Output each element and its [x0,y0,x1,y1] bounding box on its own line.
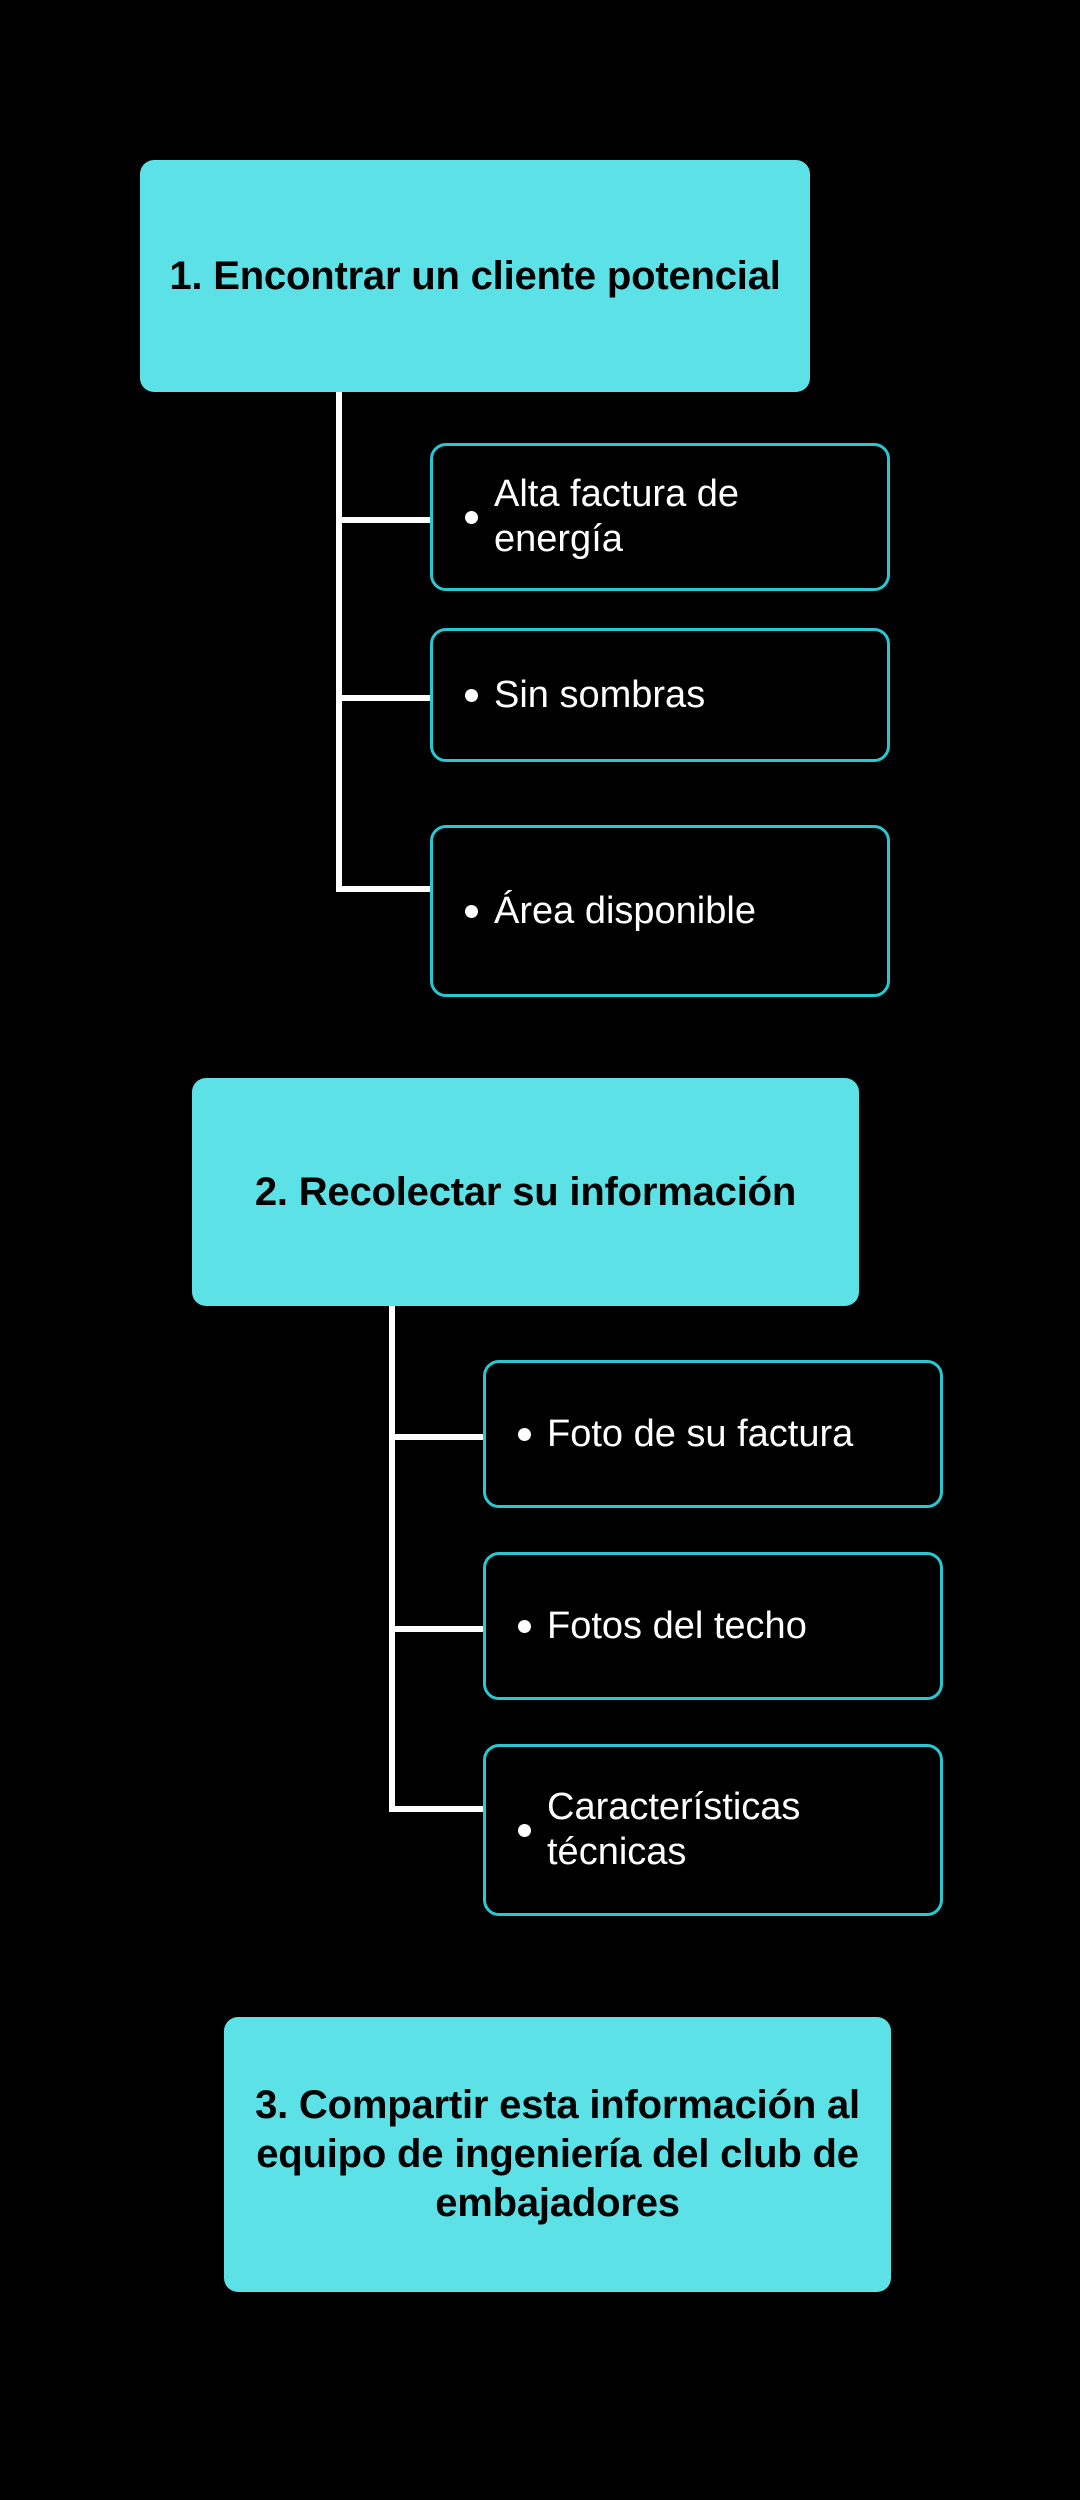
sub-box-step-1-child-1-label: Alta factura de energía [494,473,740,560]
connector-horizontal-step-1-child-2 [336,695,436,701]
step-box-2-title: 2. Recolectar su información [254,1169,797,1214]
connector-horizontal-step-2-child-2 [389,1626,489,1632]
sub-box-step-1-child-2[interactable]: Sin sombras [430,628,890,762]
step-box-3[interactable]: 3. Compartir esta información al equipo … [224,2017,891,2292]
sub-box-step-1-child-3[interactable]: Área disponible [430,825,890,997]
sub-box-step-2-child-2-label: Fotos del techo [547,1604,807,1647]
bullet-icon [518,1823,531,1837]
step-box-1-title: 1. Encontrar un cliente potencial [169,253,781,298]
sub-box-step-2-child-3-label: Características técnicas [547,1786,801,1873]
bullet-icon [518,1619,531,1633]
bullet-icon [465,904,478,918]
bullet-icon [465,688,478,702]
connector-horizontal-step-1-child-3 [336,886,436,892]
sub-box-step-2-child-3[interactable]: Características técnicas [483,1744,943,1916]
connector-vertical-step-1 [336,392,342,889]
step-box-2[interactable]: 2. Recolectar su información [192,1078,859,1306]
sub-box-step-1-child-2-label: Sin sombras [494,673,706,716]
sub-box-step-1-child-1[interactable]: Alta factura de energía [430,443,890,591]
sub-box-step-2-child-1[interactable]: Foto de su factura [483,1360,943,1508]
sub-box-step-2-child-2[interactable]: Fotos del techo [483,1552,943,1700]
connector-vertical-step-2 [389,1306,395,1809]
step-box-3-title: 3. Compartir esta información al equipo … [255,2083,860,2225]
step-box-1[interactable]: 1. Encontrar un cliente potencial [140,160,810,392]
connector-horizontal-step-2-child-3 [389,1806,489,1812]
sub-box-step-1-child-3-label: Área disponible [494,889,756,932]
connector-horizontal-step-1-child-1 [336,517,436,523]
bullet-icon [518,1427,531,1441]
connector-horizontal-step-2-child-1 [389,1434,489,1440]
bullet-icon [465,510,478,524]
sub-box-step-2-child-1-label: Foto de su factura [547,1412,854,1455]
